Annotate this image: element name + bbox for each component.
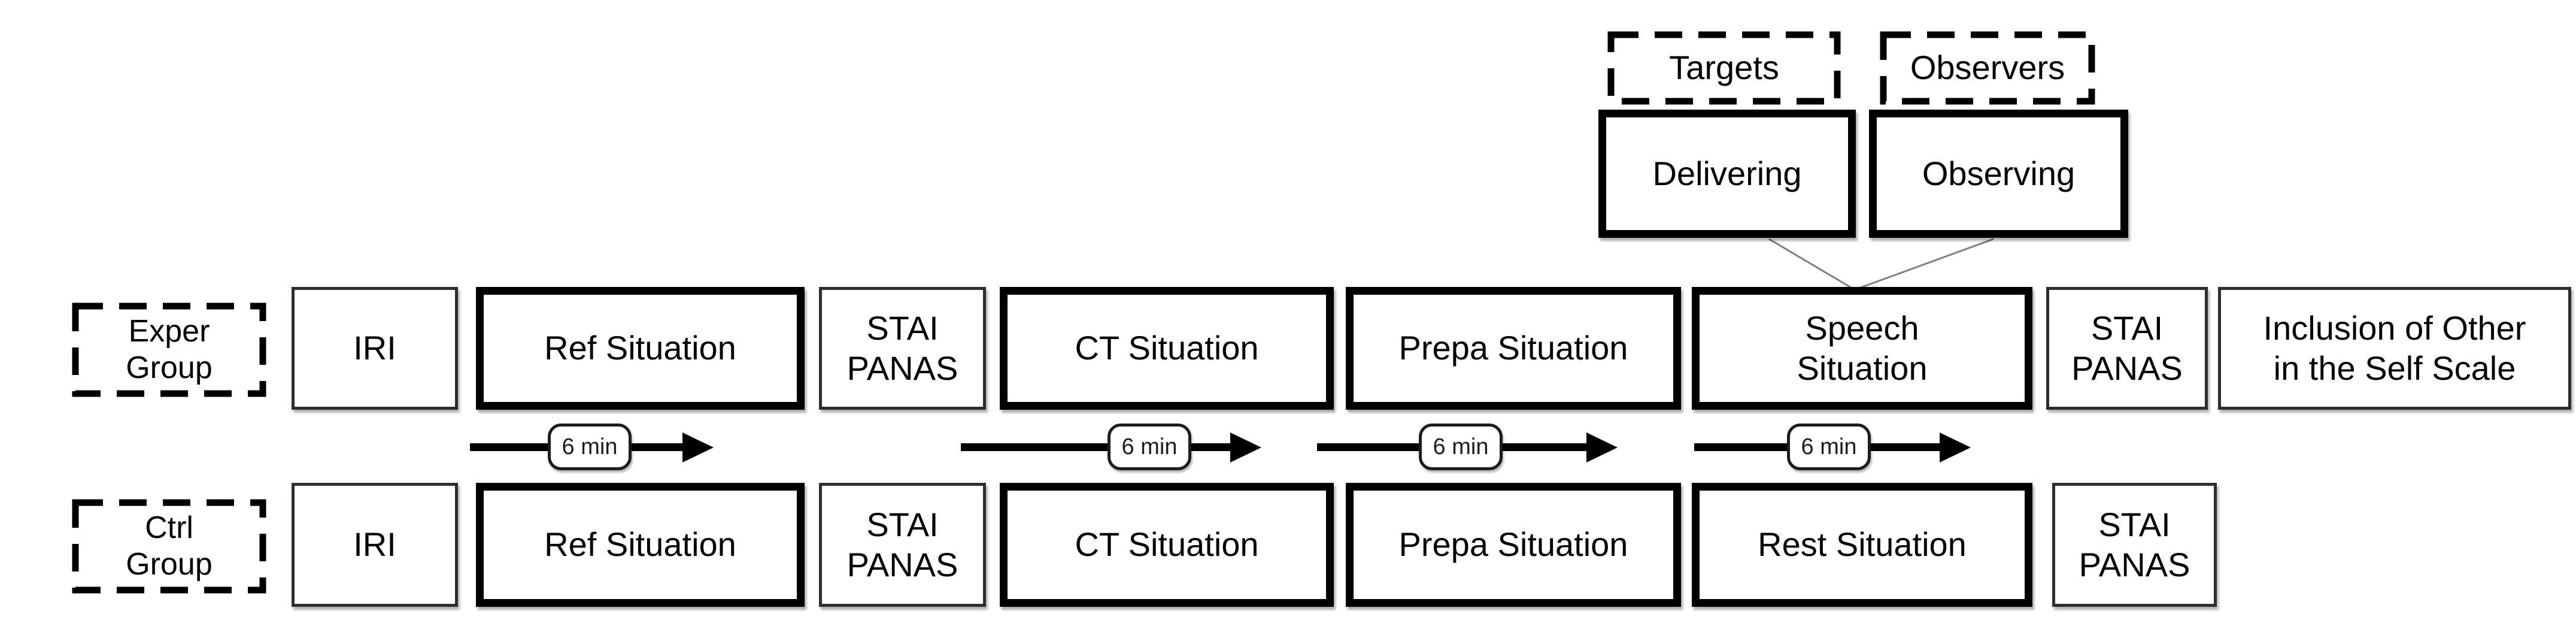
ref-situation-label-ctrl: Ref Situation [544,525,736,564]
iri-label-ctrl: IRI [353,525,396,564]
duration-badge-1: 6 min [548,424,632,470]
stai-panas-label-exper-1: STAI PANAS [846,309,958,387]
inclusion-self-scale-box: Inclusion of Other in the Self Scale [2218,287,2571,410]
targets-label: Targets [1669,49,1779,87]
ref-situation-box-exper: Ref Situation [476,287,805,410]
ctrl-group-dashed-border [72,499,266,594]
inclusion-self-scale-label: Inclusion of Other in the Self Scale [2263,309,2526,387]
duration-badge-2: 6 min [1108,424,1191,470]
ct-situation-label-ctrl: CT Situation [1075,525,1259,564]
ctrl-group-label: Ctrl Group [126,510,213,582]
exper-group-box: Exper Group [72,303,266,397]
prepa-situation-box-exper: Prepa Situation [1346,287,1681,410]
stai-panas-box-ctrl-1: STAI PANAS [819,483,986,607]
delivering-box: Delivering [1598,110,1856,238]
duration-badge-4: 6 min [1787,424,1871,470]
iri-box-exper: IRI [292,287,458,410]
timeline-arrow-3-head [1586,433,1618,462]
prepa-situation-label-exper: Prepa Situation [1398,329,1628,367]
ref-situation-label-exper: Ref Situation [544,329,736,367]
rest-situation-box: Rest Situation [1692,483,2032,607]
timeline-arrow-2-head [1230,433,1261,462]
speech-situation-box: Speech Situation [1692,287,2032,410]
timeline-arrow-1-head [682,433,714,462]
delivering-label: Delivering [1652,154,1802,192]
duration-badge-3: 6 min [1419,424,1503,470]
observers-box: Observers [1880,31,2095,105]
connector-observing-to-speech [1860,238,1994,289]
connector-delivering-to-speech [1768,238,1852,289]
observers-dashed-border [1880,31,2095,105]
timeline-arrow-4-head [1940,433,1971,462]
ctrl-group-box: Ctrl Group [72,499,266,594]
stai-panas-box-ctrl-2: STAI PANAS [2052,483,2217,607]
stai-panas-box-exper-1: STAI PANAS [819,287,986,410]
stai-panas-label-exper-2: STAI PANAS [2071,309,2183,387]
targets-box: Targets [1607,31,1841,105]
ct-situation-label-exper: CT Situation [1075,329,1259,367]
ref-situation-box-ctrl: Ref Situation [476,483,805,607]
exper-group-dashed-border [72,303,266,397]
ct-situation-box-ctrl: CT Situation [1000,483,1334,607]
exper-group-label: Exper Group [126,313,213,385]
observing-label: Observing [1922,154,2076,192]
observers-label: Observers [1910,49,2065,87]
speech-situation-label: Speech Situation [1797,309,1928,387]
iri-box-ctrl: IRI [292,483,458,607]
prepa-situation-label-ctrl: Prepa Situation [1398,525,1628,564]
stai-panas-label-ctrl-2: STAI PANAS [2079,506,2190,583]
rest-situation-label: Rest Situation [1758,525,1967,564]
ct-situation-box-exper: CT Situation [1000,287,1334,410]
targets-dashed-border [1607,31,1841,105]
stai-panas-label-ctrl-1: STAI PANAS [846,506,958,583]
iri-label-exper: IRI [353,329,396,367]
stai-panas-box-exper-2: STAI PANAS [2046,287,2208,410]
observing-box: Observing [1869,110,2128,238]
prepa-situation-box-ctrl: Prepa Situation [1346,483,1681,607]
